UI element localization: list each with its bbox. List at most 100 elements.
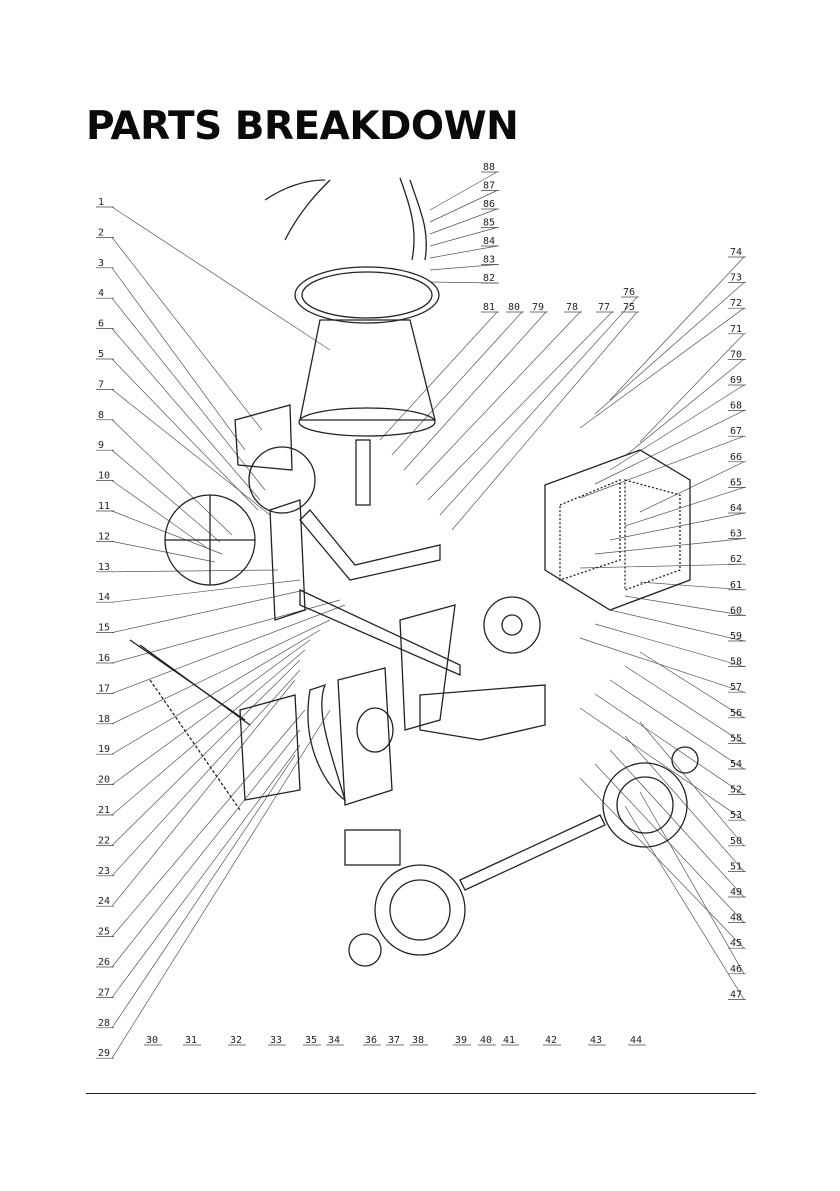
part-label-47: 47 <box>730 989 742 1000</box>
hub-right <box>672 747 698 773</box>
part-label-34: 34 <box>328 1035 340 1046</box>
part-label-6: 6 <box>98 319 104 330</box>
part-label-66: 66 <box>730 452 742 463</box>
part-label-25: 25 <box>98 927 110 938</box>
part-label-75: 75 <box>623 302 635 313</box>
frame-leg <box>400 605 455 730</box>
yoke-arm <box>300 510 440 580</box>
part-label-69: 69 <box>730 375 742 386</box>
part-label-49: 49 <box>730 887 742 898</box>
part-label-64: 64 <box>730 503 742 514</box>
part-label-72: 72 <box>730 298 742 309</box>
part-label-29: 29 <box>98 1048 110 1059</box>
part-label-10: 10 <box>98 471 110 482</box>
part-label-9: 9 <box>98 440 104 451</box>
part-label-41: 41 <box>503 1035 515 1046</box>
part-label-77: 77 <box>598 302 610 313</box>
part-label-8: 8 <box>98 410 104 421</box>
part-label-17: 17 <box>98 683 110 694</box>
part-label-32: 32 <box>230 1035 242 1046</box>
part-label-86: 86 <box>483 199 495 210</box>
part-label-51: 51 <box>730 861 742 872</box>
ring-gear <box>295 267 439 323</box>
part-label-53: 53 <box>730 810 742 821</box>
part-label-16: 16 <box>98 653 110 664</box>
drum <box>300 320 435 420</box>
part-label-76: 76 <box>623 287 635 298</box>
part-label-26: 26 <box>98 957 110 968</box>
part-label-55: 55 <box>730 733 742 744</box>
gearbox <box>338 668 392 805</box>
part-label-78: 78 <box>566 302 578 313</box>
axle <box>460 815 605 890</box>
part-label-84: 84 <box>483 236 495 247</box>
part-label-3: 3 <box>98 258 104 269</box>
part-labels: 1234657891011121314151617181920212223242… <box>96 162 746 1059</box>
part-label-56: 56 <box>730 708 742 719</box>
part-label-54: 54 <box>730 759 742 770</box>
leader-lines <box>112 172 744 1058</box>
part-label-22: 22 <box>98 835 110 846</box>
part-label-80: 80 <box>508 302 520 313</box>
part-label-74: 74 <box>730 247 742 258</box>
part-label-19: 19 <box>98 744 110 755</box>
part-label-48: 48 <box>730 913 742 924</box>
part-label-58: 58 <box>730 657 742 668</box>
part-label-24: 24 <box>98 896 110 907</box>
part-label-21: 21 <box>98 805 110 816</box>
part-label-79: 79 <box>532 302 544 313</box>
part-label-38: 38 <box>412 1035 424 1046</box>
part-label-62: 62 <box>730 554 742 565</box>
part-label-46: 46 <box>730 964 742 975</box>
arm-left-1 <box>265 180 325 200</box>
part-label-82: 82 <box>483 273 495 284</box>
part-label-63: 63 <box>730 529 742 540</box>
mount-clamp <box>345 830 400 865</box>
part-label-81: 81 <box>483 302 495 313</box>
gear-disc <box>249 447 315 513</box>
part-label-43: 43 <box>590 1035 602 1046</box>
part-label-68: 68 <box>730 401 742 412</box>
part-label-60: 60 <box>730 605 742 616</box>
wheel-right <box>603 763 687 847</box>
part-label-59: 59 <box>730 631 742 642</box>
part-label-30: 30 <box>146 1035 158 1046</box>
part-label-67: 67 <box>730 426 742 437</box>
part-label-52: 52 <box>730 785 742 796</box>
part-label-27: 27 <box>98 987 110 998</box>
part-label-2: 2 <box>98 227 104 238</box>
arm-right-2 <box>400 178 414 260</box>
part-label-70: 70 <box>730 349 742 360</box>
part-label-18: 18 <box>98 714 110 725</box>
guard <box>235 405 292 470</box>
part-label-12: 12 <box>98 531 110 542</box>
part-label-83: 83 <box>483 255 495 266</box>
part-label-44: 44 <box>630 1035 642 1046</box>
part-label-37: 37 <box>388 1035 400 1046</box>
part-label-73: 73 <box>730 273 742 284</box>
part-label-23: 23 <box>98 866 110 877</box>
part-label-35: 35 <box>305 1035 317 1046</box>
page-title: PARTS BREAKDOWN <box>86 104 518 149</box>
arm-left-2 <box>285 180 330 240</box>
frame-beam <box>300 590 460 675</box>
shaft <box>356 440 370 505</box>
part-label-4: 4 <box>98 288 104 299</box>
part-label-50: 50 <box>730 836 742 847</box>
part-label-15: 15 <box>98 623 110 634</box>
hub-left <box>349 934 381 966</box>
part-label-20: 20 <box>98 775 110 786</box>
part-label-7: 7 <box>98 379 104 390</box>
part-label-5: 5 <box>98 349 104 360</box>
part-label-87: 87 <box>483 181 495 192</box>
part-label-28: 28 <box>98 1018 110 1029</box>
part-label-88: 88 <box>483 162 495 173</box>
part-label-61: 61 <box>730 580 742 591</box>
part-label-11: 11 <box>98 501 110 512</box>
part-label-13: 13 <box>98 562 110 573</box>
part-label-33: 33 <box>270 1035 282 1046</box>
footer-rule <box>86 1093 756 1094</box>
part-label-45: 45 <box>730 938 742 949</box>
part-label-1: 1 <box>98 197 104 208</box>
part-label-57: 57 <box>730 682 742 693</box>
